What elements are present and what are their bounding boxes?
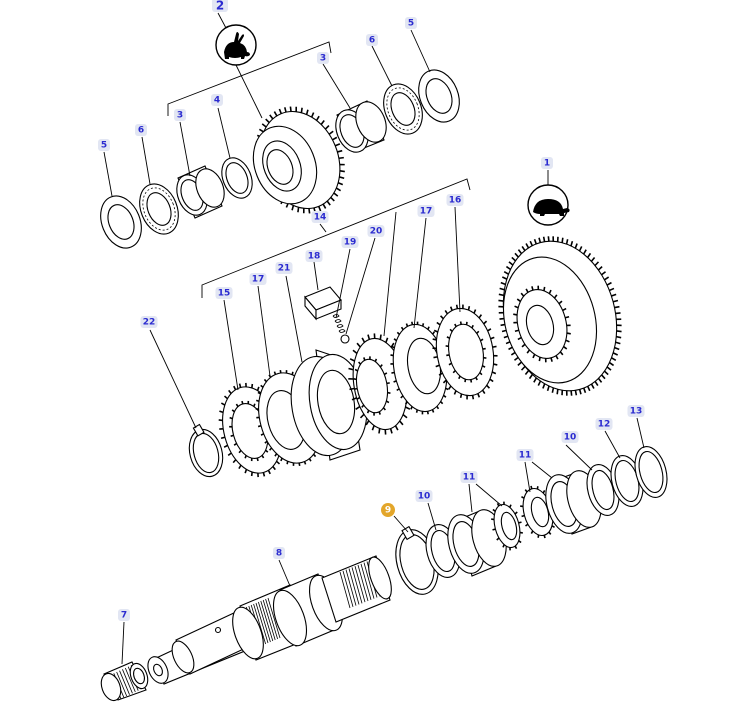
group-bracket-middle — [201, 178, 471, 298]
callout-19: 19 — [341, 236, 359, 248]
callout-label: 17 — [252, 275, 265, 285]
callout-14: 14 — [311, 211, 329, 223]
callout-label: 1 — [544, 159, 550, 169]
callout-label: 14 — [314, 213, 327, 223]
callout-label: 3 — [320, 54, 326, 64]
output-shaft-8 — [147, 555, 392, 685]
tortoise-speed-symbol — [527, 170, 570, 226]
callout-5: 5 — [98, 139, 110, 151]
callout-20: 20 — [367, 225, 385, 237]
callout-label: 5 — [101, 141, 107, 151]
callout-1: 1 — [541, 157, 553, 169]
callout-13: 13 — [627, 405, 645, 417]
detent-ball-20 — [340, 334, 350, 344]
needle-cage-6-left — [139, 183, 179, 235]
bearing-cone-11-left — [490, 501, 524, 551]
needle-cage-6-right — [383, 83, 423, 135]
callout-4: 4 — [211, 94, 223, 106]
callout-12: 12 — [595, 418, 613, 430]
synchro-cone-17-right — [390, 321, 450, 415]
callout-label: 20 — [370, 227, 383, 237]
leader-lines — [103, 29, 645, 665]
callout-label: 18 — [308, 252, 321, 262]
callout-label: 10 — [418, 492, 431, 502]
callout-label: 15 — [218, 289, 231, 299]
gear-2-fast — [252, 106, 345, 214]
callout-label: 17 — [420, 207, 433, 217]
callout-label: 5 — [408, 19, 414, 29]
needle-bearing-7 — [100, 661, 149, 702]
snap-ring-4 — [221, 157, 253, 199]
callout-label: 8 — [276, 549, 282, 559]
callout-label: 2 — [216, 0, 224, 13]
callout-label: 10 — [564, 433, 577, 443]
callout-6: 6 — [135, 124, 147, 136]
callout-label: 22 — [143, 318, 156, 328]
bearing-cone-11-right — [520, 485, 556, 539]
callout-3: 3 — [317, 52, 329, 64]
callout-label: 7 — [121, 611, 127, 621]
bearing-sleeve-3-left — [176, 165, 225, 219]
callout-label: 6 — [369, 36, 375, 46]
callout-16: 16 — [446, 194, 464, 206]
callout-label: 9 — [385, 506, 391, 516]
callout-label: 11 — [463, 473, 476, 483]
callout-17: 17 — [249, 273, 267, 285]
tortoise-icon — [533, 199, 570, 216]
callout-label: 19 — [344, 238, 357, 248]
callout-10: 10 — [415, 490, 433, 502]
rabbit-speed-symbol — [215, 12, 257, 66]
callout-label: 16 — [449, 196, 462, 206]
callout-label: 4 — [214, 96, 220, 106]
synchro-ring-16 — [432, 304, 498, 400]
gear-1-slow — [498, 236, 622, 396]
bearing-sleeve-3-right — [335, 100, 387, 153]
spring-19 — [332, 314, 346, 333]
callout-label: 3 — [177, 111, 183, 121]
shim-12 — [610, 455, 644, 507]
key-block-18 — [304, 286, 342, 321]
callout-22: 22 — [140, 316, 158, 328]
callout-label: 11 — [519, 451, 532, 461]
callout-label: 21 — [278, 264, 291, 274]
thrust-washer-5-right — [418, 69, 460, 123]
callout-17: 17 — [417, 205, 435, 217]
shift-sleeve-21 — [290, 349, 368, 461]
callout-label: 12 — [598, 420, 611, 430]
callout-label: 6 — [138, 126, 144, 136]
callout-3: 3 — [174, 109, 186, 121]
callout-11: 11 — [516, 449, 534, 461]
callout-10: 10 — [561, 431, 579, 443]
callout-2: 2 — [212, 0, 228, 13]
callout-18: 18 — [305, 250, 323, 262]
callout-6: 6 — [366, 34, 378, 46]
group-bracket-upper — [167, 41, 332, 116]
circlip-13 — [634, 446, 668, 498]
rabbit-icon — [224, 32, 250, 59]
circlip-22 — [188, 423, 224, 478]
callout-5: 5 — [405, 17, 417, 29]
callout-7: 7 — [118, 609, 130, 621]
callout-21: 21 — [275, 262, 293, 274]
callout-8: 8 — [273, 547, 285, 559]
thrust-washer-5-left — [100, 195, 142, 249]
callout-11: 11 — [460, 471, 478, 483]
callout-label: 13 — [630, 407, 643, 417]
callout-15: 15 — [215, 287, 233, 299]
bearing-cup-11-left — [447, 509, 507, 577]
callout-9: 9 — [381, 503, 395, 517]
